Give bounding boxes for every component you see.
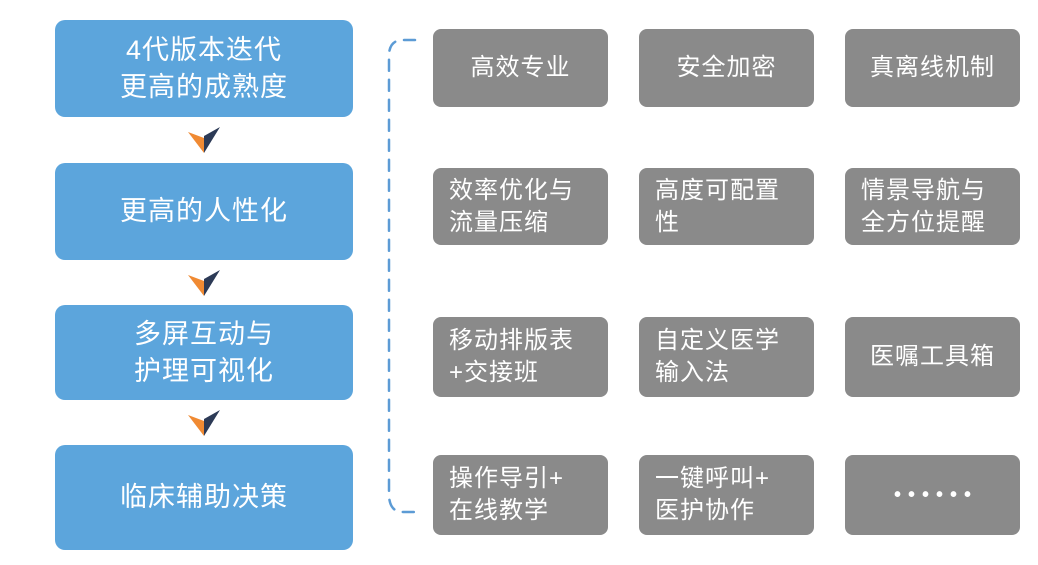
features-row-4: 操作导引+ 在线教学 一键呼叫+ 医护协作 •••••• — [433, 455, 1020, 535]
feature-box: 移动排版表 +交接班 — [433, 317, 608, 397]
flow-connector-2 — [55, 260, 353, 305]
features-row-2: 效率优化与 流量压缩 高度可配置 性 情景导航与 全方位提醒 — [433, 168, 1020, 245]
feature-box: 操作导引+ 在线教学 — [433, 455, 608, 535]
flow-connector-3 — [55, 400, 353, 445]
flow-connector-1 — [55, 117, 353, 163]
feature-box: 自定义医学 输入法 — [639, 317, 814, 397]
feature-box-ellipsis: •••••• — [845, 455, 1020, 535]
feature-box: 医嘱工具箱 — [845, 317, 1020, 397]
flow-step-4: 临床辅助决策 — [55, 445, 353, 550]
features-grid: 高效专业 安全加密 真离线机制 效率优化与 流量压缩 高度可配置 性 情景导航与… — [433, 29, 1023, 539]
dashed-bracket — [387, 38, 417, 514]
flow-step-1: 4代版本迭代 更高的成熟度 — [55, 20, 353, 117]
down-arrow-icon — [188, 409, 220, 436]
down-arrow-icon — [188, 127, 220, 153]
flow-step-3: 多屏互动与 护理可视化 — [55, 305, 353, 400]
flow-step-2: 更高的人性化 — [55, 163, 353, 260]
flow-column: 4代版本迭代 更高的成熟度 更高的人性化 多屏互动与 护理可视化 临床辅助决策 — [55, 20, 353, 550]
features-row-3: 移动排版表 +交接班 自定义医学 输入法 医嘱工具箱 — [433, 317, 1020, 397]
feature-box: 高度可配置 性 — [639, 168, 814, 245]
feature-box: 安全加密 — [639, 29, 814, 107]
features-row-1: 高效专业 安全加密 真离线机制 — [433, 29, 1020, 107]
feature-box: 真离线机制 — [845, 29, 1020, 107]
feature-box: 高效专业 — [433, 29, 608, 107]
down-arrow-icon — [188, 269, 220, 296]
feature-box: 效率优化与 流量压缩 — [433, 168, 608, 245]
feature-box: 情景导航与 全方位提醒 — [845, 168, 1020, 245]
feature-box: 一键呼叫+ 医护协作 — [639, 455, 814, 535]
